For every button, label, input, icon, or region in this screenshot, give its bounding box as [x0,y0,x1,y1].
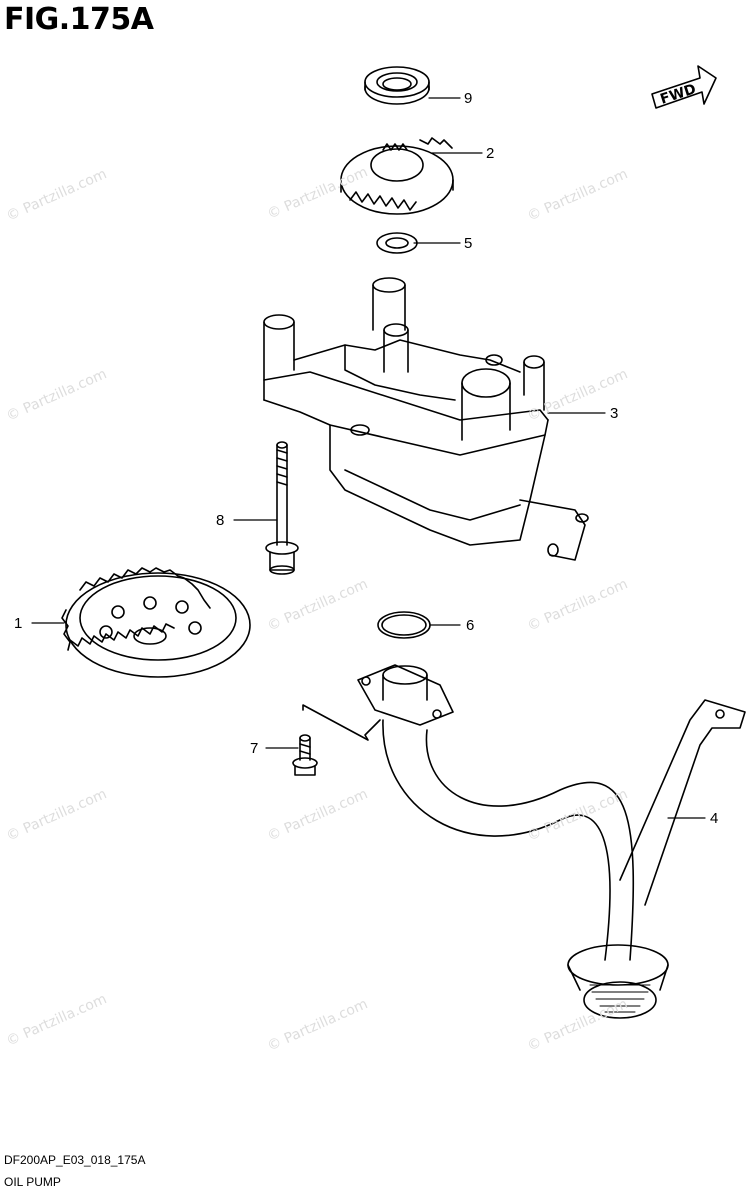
fwd-label: FWD [658,81,698,108]
bearing-part-9[interactable] [364,66,430,105]
callout-3[interactable]: 3 [610,405,619,422]
leader-lines [31,97,706,819]
figure-name: OIL PUMP [4,1175,61,1189]
gear-part-2[interactable] [340,137,454,215]
callout-5[interactable]: 5 [464,235,473,252]
bolt-part-7[interactable] [292,704,381,776]
callout-4[interactable]: 4 [710,810,719,827]
oil-strainer-part-4[interactable] [357,664,746,1019]
callout-9[interactable]: 9 [464,90,473,107]
drive-gear-part-1[interactable] [61,567,251,678]
figure-code: DF200AP_E03_018_175A [4,1153,146,1167]
bolt-part-8[interactable] [265,441,299,575]
oil-pump-body-part-3[interactable] [263,277,589,561]
callout-1[interactable]: 1 [14,615,23,632]
callout-6[interactable]: 6 [466,617,475,634]
o-ring-part-6[interactable] [377,611,431,639]
fwd-arrow-icon: FWD [651,65,717,109]
washer-part-5[interactable] [376,232,418,254]
callout-7[interactable]: 7 [250,740,259,757]
callout-8[interactable]: 8 [216,512,225,529]
callout-2[interactable]: 2 [486,145,495,162]
figure-title: FIG.175A [4,2,154,37]
